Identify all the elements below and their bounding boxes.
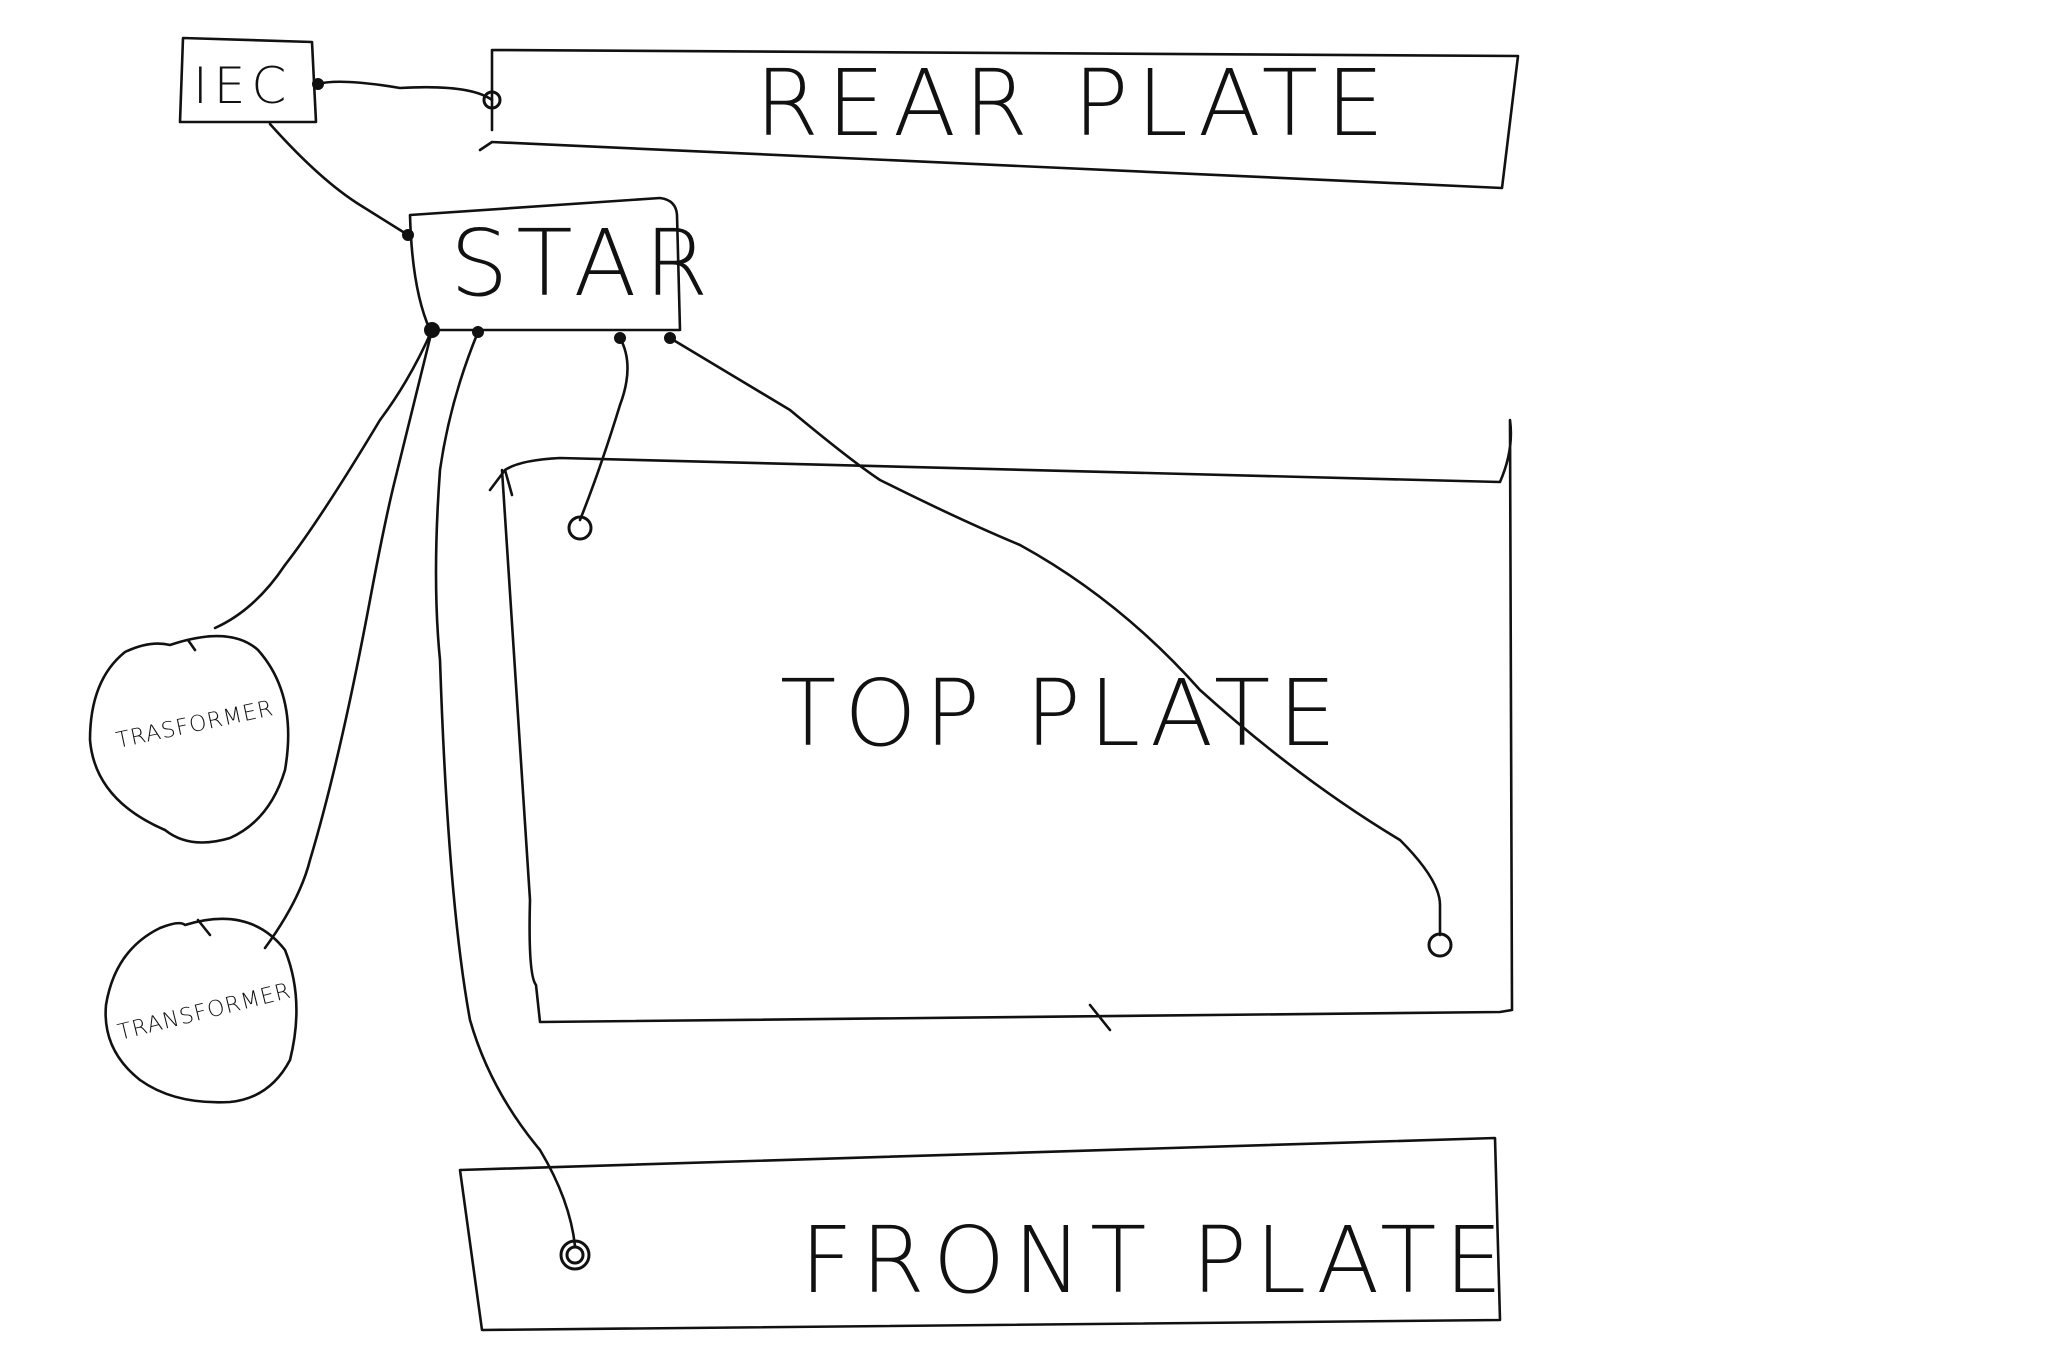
star-terminal-2-dot — [472, 326, 484, 338]
rear-plate: REAR PLATE — [478, 48, 1520, 190]
top-plate-terminal-left — [567, 515, 593, 541]
star-terminal-3-dot — [614, 332, 626, 344]
star-input-dot — [402, 229, 414, 241]
star-box: STAR — [408, 196, 716, 332]
front-plate-label: FRONT PLATE — [800, 1207, 1510, 1314]
top-plate-terminal-right — [1427, 932, 1453, 958]
front-plate-terminal — [559, 1239, 591, 1271]
wire-star-transformer1 — [213, 328, 434, 630]
star-terminal-1-dot — [424, 322, 440, 338]
transformer-1-label: TRASFORMER — [114, 696, 276, 754]
wires — [213, 80, 1442, 1248]
connection-points — [312, 78, 1453, 1271]
rear-plate-label: REAR PLATE — [755, 50, 1392, 157]
wire-star-top-left — [578, 336, 629, 522]
wire-star-front — [434, 330, 577, 1248]
transformer-2-label: TRANSFORMER — [115, 979, 294, 1046]
wire-iec-star — [268, 122, 410, 237]
front-plate-terminal-inner — [565, 1245, 585, 1265]
wire-star-transformer2 — [263, 328, 434, 950]
transformer-2: TRANSFORMER — [104, 917, 298, 1104]
transformer-1: TRASFORMER — [88, 634, 290, 844]
wire-iec-rear — [316, 80, 494, 102]
rear-plate-terminal — [482, 90, 502, 110]
iec-label: IEC — [193, 57, 292, 115]
front-plate: FRONT PLATE — [458, 1136, 1510, 1332]
top-plate: TOP PLATE — [488, 418, 1514, 1032]
iec-terminal-dot — [312, 78, 324, 90]
iec-box: IEC — [178, 36, 318, 124]
star-terminal-4-dot — [664, 332, 676, 344]
top-plate-label: TOP PLATE — [780, 660, 1344, 767]
star-label: STAR — [450, 210, 716, 317]
wire-star-top-right — [668, 336, 1442, 937]
